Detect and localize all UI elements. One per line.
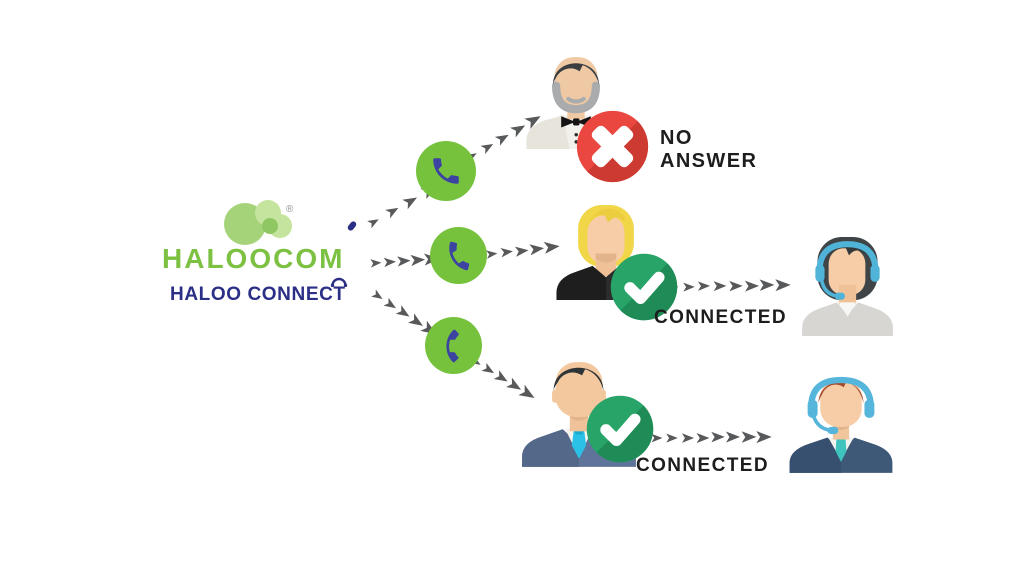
flow-arrowhead bbox=[383, 297, 398, 312]
flow-arrowhead bbox=[408, 313, 426, 330]
registered-trademark: ® bbox=[286, 204, 294, 215]
flow-arrowhead bbox=[403, 192, 420, 208]
phone-icon-top bbox=[416, 141, 476, 201]
flow-arrowhead bbox=[367, 216, 381, 229]
flow-arrowhead bbox=[726, 432, 740, 443]
flow-arrowhead bbox=[396, 305, 413, 321]
flow-arrowhead bbox=[760, 279, 775, 291]
check-circle-icon-bottom bbox=[586, 395, 654, 463]
connected-label-middle: CONNECTED bbox=[654, 307, 787, 328]
no-answer-label: NO ANSWER bbox=[660, 127, 757, 173]
flow-arrowhead bbox=[729, 280, 743, 291]
flow-arrowhead bbox=[385, 204, 401, 219]
flow-arrowhead bbox=[371, 289, 385, 302]
phone-icon-bottom bbox=[425, 317, 482, 374]
phone-icon-middle bbox=[430, 227, 487, 284]
logo-product-prefix: HALOO CONNEC bbox=[170, 284, 334, 305]
flow-arrowhead bbox=[741, 431, 756, 443]
flow-arrowhead bbox=[515, 245, 529, 257]
haloocom-logo: ® HALOOCOM HALOO CONNECT bbox=[160, 188, 360, 318]
phone-icon bbox=[445, 329, 459, 362]
flow-arrowhead bbox=[397, 255, 411, 266]
logo-headset-letter: T bbox=[331, 277, 348, 306]
x-circle-icon bbox=[576, 110, 649, 183]
flow-arrowhead bbox=[696, 432, 709, 442]
flow-arrowhead bbox=[494, 370, 511, 386]
flow-arrowhead bbox=[681, 433, 693, 443]
flow-arrowhead bbox=[744, 280, 758, 291]
no-answer-line1: NO bbox=[660, 127, 693, 149]
agent-avatar-bottom bbox=[789, 376, 893, 473]
flow-arrowhead bbox=[370, 258, 382, 267]
logo-product-text: HALOO CONNECT bbox=[170, 277, 360, 306]
connected-label-bottom: CONNECTED bbox=[636, 455, 769, 476]
flow-arrowhead bbox=[666, 433, 678, 442]
phone-icon bbox=[433, 158, 459, 184]
agent-avatar-middle bbox=[802, 237, 893, 336]
logo-last-letter: T bbox=[333, 284, 346, 305]
customer-avatar-no-answer bbox=[526, 57, 626, 149]
flow-arrowhead bbox=[495, 130, 512, 146]
flow-arrowhead bbox=[529, 242, 544, 255]
check-circle-icon-middle bbox=[610, 253, 678, 321]
headset-icon bbox=[331, 277, 348, 287]
flow-arrowhead bbox=[683, 282, 695, 291]
flow-arrowhead bbox=[756, 431, 772, 443]
no-answer-line2: ANSWER bbox=[660, 150, 758, 172]
flow-arrowhead bbox=[486, 249, 498, 259]
logo-brand-text: HALOOCOM bbox=[162, 243, 345, 274]
flow-arrowhead bbox=[481, 363, 496, 377]
flow-arrowhead bbox=[410, 254, 425, 266]
logo-cloud-icon bbox=[224, 200, 292, 245]
flow-arrowhead bbox=[775, 279, 791, 291]
flow-arrowhead bbox=[480, 140, 495, 154]
flow-arrowhead bbox=[384, 257, 397, 267]
flow-arrowhead bbox=[714, 281, 727, 291]
flow-arrowhead bbox=[500, 247, 513, 258]
flow-arrowhead bbox=[711, 432, 725, 443]
phone-icon bbox=[448, 241, 469, 270]
flow-arrowhead bbox=[698, 282, 710, 292]
